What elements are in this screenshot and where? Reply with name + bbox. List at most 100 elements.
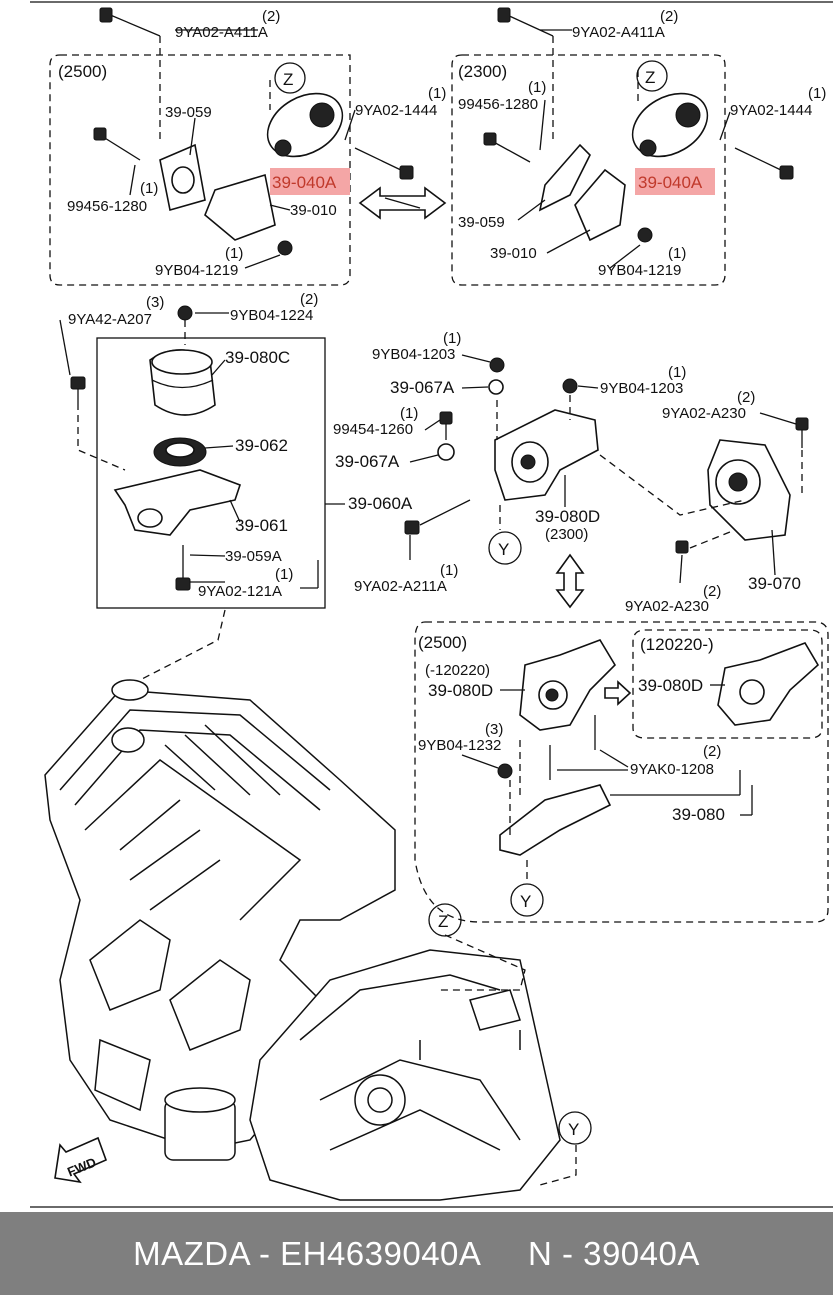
label-s99454-qty: (1)	[400, 405, 418, 422]
footer-bar: MAZDA - EH4639040A N - 39040A	[0, 1212, 833, 1295]
label-yb04-1203b: 9YB04-1203	[600, 380, 683, 397]
label-ya02-a230a: 9YA02-A230	[662, 405, 746, 422]
label-ya42: 9YA42-A207	[68, 311, 152, 328]
nut-9yb04-1219-left-drawing	[277, 240, 293, 256]
label-left-39010: 39-010	[290, 202, 337, 219]
mount-39040a-right-drawing	[631, 92, 709, 158]
bracket-39061-drawing	[113, 469, 242, 536]
leader-lines	[59, 29, 797, 816]
bolt-99454-1260	[439, 411, 453, 425]
label-s99454: 99454-1260	[333, 421, 413, 438]
bolt-9ya02-a411a-right-drawing	[497, 7, 554, 37]
label-left-39059: 39-059	[165, 104, 212, 121]
label-right-39040a: 39-040A	[638, 173, 703, 192]
mount-39080d-2300-drawing	[494, 409, 599, 501]
bolt-9ya02-a230-bottom	[675, 540, 689, 554]
bracket-39080-drawing	[499, 784, 612, 856]
bolt-9ya02-a230-top	[795, 417, 809, 431]
cushion-39062-drawing	[153, 437, 207, 467]
label-variant-2500-top: (2500)	[58, 62, 107, 81]
label-39067a-bot: 39-067A	[335, 452, 400, 471]
label-ya42-qty: (3)	[146, 294, 164, 311]
box-39060a-outline	[96, 337, 326, 609]
vertical-swap-arrow-drawing	[555, 553, 585, 609]
label-left-ya02-1444: 9YA02-1444	[355, 102, 437, 119]
label-yb04-1203a: 9YB04-1203	[372, 346, 455, 363]
label-right-99456: 99456-1280	[458, 96, 538, 113]
label-39080d-c: 39-080D	[638, 676, 703, 695]
label-yak0-1208: 9YAK0-1208	[630, 761, 714, 778]
labels: (2500) (2300) (2) 9YA02-A411A (2) 9YA02-…	[58, 8, 826, 1180]
label-left-99456: 99456-1280	[67, 198, 147, 215]
label-bolt-left: 9YA02-A411A	[175, 24, 268, 41]
bracket-39059-right-drawing	[538, 143, 591, 212]
label-39080d: 39-080D	[535, 507, 600, 526]
label-right-ya02-1444-qty: (1)	[808, 85, 826, 102]
nut-9yb04-1203-right	[562, 378, 578, 394]
label-yb04-1224: 9YB04-1224	[230, 307, 313, 324]
label-39060a: 39-060A	[348, 494, 413, 513]
label-ya02-a230a-qty: (2)	[737, 389, 755, 406]
swap-arrow-drawing	[358, 186, 447, 220]
label-z-left: Z	[283, 70, 293, 89]
marker-y-bottom-circle	[510, 883, 544, 917]
small-arrow-drawing	[604, 680, 632, 706]
label-yb04-1224-qty: (2)	[300, 291, 318, 308]
washer-39067a-bottom	[437, 443, 455, 461]
label-39059a: 39-059A	[225, 548, 282, 565]
bracket-39010-left-drawing	[204, 173, 276, 241]
nut-9yb04-1203-top	[489, 357, 505, 373]
marker-z-bottom-circle	[428, 903, 462, 937]
label-39080c: 39-080C	[225, 348, 290, 367]
label-left-39040a: 39-040A	[272, 173, 337, 192]
label-ya02-a211a: 9YA02-A211A	[354, 578, 447, 595]
label-variant-2300-top: (2300)	[458, 62, 507, 81]
bolt-9ya02-1444-left-drawing	[354, 147, 414, 180]
label-yb04-1232: 9YB04-1232	[418, 737, 501, 754]
fwd-arrow-drawing	[54, 1136, 108, 1184]
nut-9yb04-1219-right-drawing	[637, 227, 653, 243]
label-yb04-1203b-qty: (1)	[668, 364, 686, 381]
label-right-ya02-1444: 9YA02-1444	[730, 102, 812, 119]
label-right-99456-qty: (1)	[528, 79, 546, 96]
label-right-yb04-1219: 9YB04-1219	[598, 262, 681, 279]
label-39080: 39-080	[672, 805, 725, 824]
label-39080d-b: 39-080D	[428, 681, 493, 700]
mount-39080d-2500-drawing	[519, 639, 617, 731]
bracket-39010-right-drawing	[574, 168, 626, 242]
nut-9yb04-1232-drawing	[497, 763, 513, 779]
mount-39080c-drawing	[149, 349, 216, 416]
label-right-yb04-1219-qty: (1)	[668, 245, 686, 262]
nut-9yb04-1224-drawing	[177, 305, 193, 321]
label-variant-2500-bot: (2500)	[418, 633, 467, 652]
mount-39080d-120220-drawing	[717, 642, 820, 726]
label-y-middle: Y	[498, 540, 509, 559]
marker-y-engine-circle	[558, 1111, 592, 1145]
label-bolt-left-qty: (2)	[262, 8, 280, 25]
marker-z-left-circle	[274, 62, 306, 94]
label-yak0-1208-qty: (2)	[703, 743, 721, 760]
parts-diagram: (2500) (2300) (2) 9YA02-A411A (2) 9YA02-…	[30, 1, 833, 1208]
label-z-engine: Z	[438, 912, 448, 931]
label-39070: 39-070	[748, 574, 801, 593]
bolt-9ya02-1444-right-drawing	[734, 147, 794, 180]
marker-z-right-circle	[636, 60, 668, 92]
label-left-yb04-1219: 9YB04-1219	[155, 262, 238, 279]
bracket-39059-left-drawing	[159, 143, 206, 212]
footer-part-number: MAZDA - EH4639040A N - 39040A	[133, 1234, 700, 1272]
label-bolt-right: 9YA02-A411A	[572, 24, 665, 41]
bolt-39059a-drawing	[175, 545, 191, 591]
marker-y-middle-circle	[488, 531, 522, 565]
label-ya02-a211a-qty: (1)	[440, 562, 458, 579]
label-y-bottom: Y	[520, 892, 531, 911]
label-39061: 39-061	[235, 516, 288, 535]
bolt-9ya42-a207-drawing	[70, 376, 86, 410]
bolt-9ya02-a411a-left-drawing	[99, 7, 161, 37]
label-ya02-121a-qty: (1)	[275, 566, 293, 583]
label-39080d-var: (2300)	[545, 526, 588, 543]
washer-39067a-top	[488, 379, 504, 395]
label-left-99456-qty: (1)	[140, 180, 158, 197]
label-right-39059: 39-059	[458, 214, 505, 231]
label-39062: 39-062	[235, 436, 288, 455]
bolt-99456-left-drawing	[93, 127, 141, 161]
